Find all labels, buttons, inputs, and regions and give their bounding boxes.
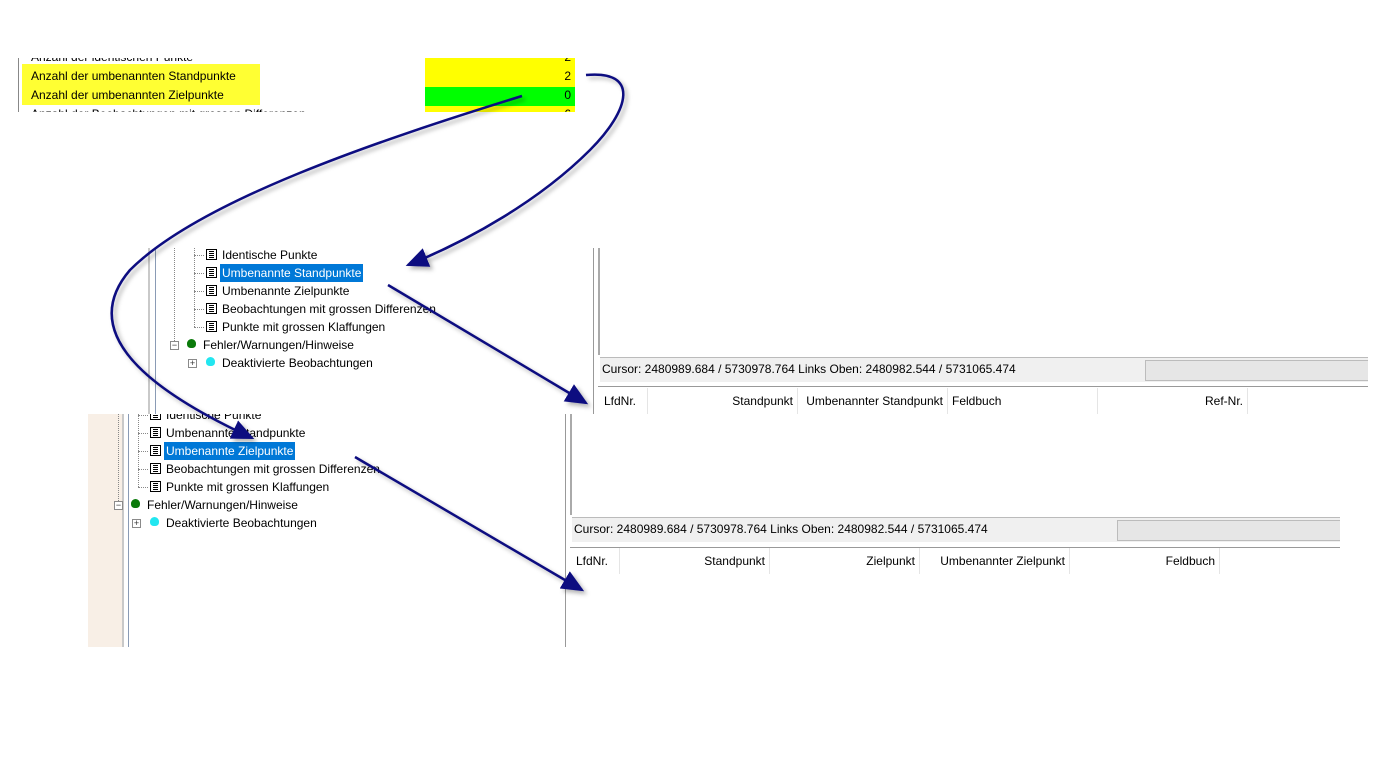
cursor-readout: Cursor: 2480989.684 / 5730978.764 Links … [602,362,1016,376]
tree-connector [138,415,148,416]
tree-item[interactable]: Punkte mit grossen Klaffungen [166,480,330,494]
tree-guide-line [118,414,119,505]
tree-item-sub[interactable]: Deaktivierte Beobachtungen [222,356,373,370]
table-column-header[interactable]: Feldbuch [948,388,1098,414]
bulb-icon [206,357,215,366]
document-icon [150,445,161,456]
table-column-header[interactable]: LfdNr. [572,548,620,574]
tree-item[interactable]: Punkte mit grossen Klaffungen [222,320,386,334]
document-icon [150,414,161,420]
document-icon [206,249,217,260]
document-icon [206,267,217,278]
map-view[interactable] [572,414,1340,515]
tree-connector [138,451,148,452]
table-column-header[interactable]: Umbenannter Zielpunkt [920,548,1070,574]
summary-value: 0 [564,88,571,102]
collapse-toggle[interactable]: − [170,340,179,350]
tree-connector [194,273,204,274]
tree-guide-line [174,248,175,345]
summary-label: Anzahl der umbenannten Standpunkte [31,69,236,83]
document-icon [150,427,161,438]
summary-value: 6 [425,105,571,112]
table-column-header[interactable]: Standpunkt [620,548,770,574]
arrow-zielpunkte-count [110,94,523,440]
expand-toggle[interactable]: + [188,358,197,368]
document-icon [206,303,217,314]
summary-table: Anzahl der identischen Punkte2Anzahl der… [18,58,578,112]
tree-item[interactable]: Umbenannte Standpunkte [220,264,364,282]
table-column-header[interactable]: Feldbuch [1070,548,1220,574]
tree-item[interactable]: Umbenannte Zielpunkte [164,442,296,460]
table-column-header[interactable]: Standpunkt [648,388,798,414]
map-view[interactable] [600,248,1368,355]
progress-bar [1117,520,1340,541]
summary-label: Anzahl der identischen Punkte [31,58,193,67]
document-icon [150,481,161,492]
summary-value: 2 [425,58,571,67]
bulb-icon [187,339,196,348]
tree-guide-line [138,414,139,487]
tree-connector [138,433,148,434]
tree-item-group[interactable]: Fehler/Warnungen/Hinweise [203,338,354,352]
arrow-zielpunkte-table [354,455,585,592]
tree-item-group[interactable]: Fehler/Warnungen/Hinweise [147,498,298,512]
table-column-header[interactable]: LfdNr. [600,388,648,414]
document-icon [150,463,161,474]
bulb-icon [131,499,140,508]
table-column-header[interactable]: Zielpunkt [770,548,920,574]
tree-connector [194,327,204,328]
document-icon [206,321,217,332]
tree-connector [138,469,148,470]
tree-connector [194,291,204,292]
tree-item-sub[interactable]: Deaktivierte Beobachtungen [166,516,317,530]
progress-bar [1145,360,1368,381]
tree-guide-line [194,248,195,327]
cursor-readout: Cursor: 2480989.684 / 5730978.764 Links … [574,522,988,536]
tree-connector [138,487,148,488]
summary-label: Anzahl der umbenannten Zielpunkte [31,88,224,102]
bulb-icon [150,517,159,526]
tree-connector [194,309,204,310]
tree-connector [194,255,204,256]
tree-item[interactable]: Identische Punkte [222,248,318,262]
tree-item[interactable]: Beobachtungen mit grossen Differenzen [222,302,436,316]
table-column-header[interactable]: Umbenannter Standpunkt [798,388,948,414]
summary-value: 2 [564,69,571,83]
document-icon [206,285,217,296]
arrow-standpunkte-table [387,283,589,405]
collapse-toggle[interactable]: − [114,500,123,510]
summary-label: Anzahl der Beobachtungen mit grossen Dif… [31,105,306,112]
tree-item[interactable]: Beobachtungen mit grossen Differenzen [166,462,380,476]
tree-item[interactable]: Umbenannte Zielpunkte [222,284,350,298]
arrow-standpunkte-count [405,73,625,267]
expand-toggle[interactable]: + [132,518,141,528]
table-column-header[interactable]: Ref-Nr. [1098,388,1248,414]
